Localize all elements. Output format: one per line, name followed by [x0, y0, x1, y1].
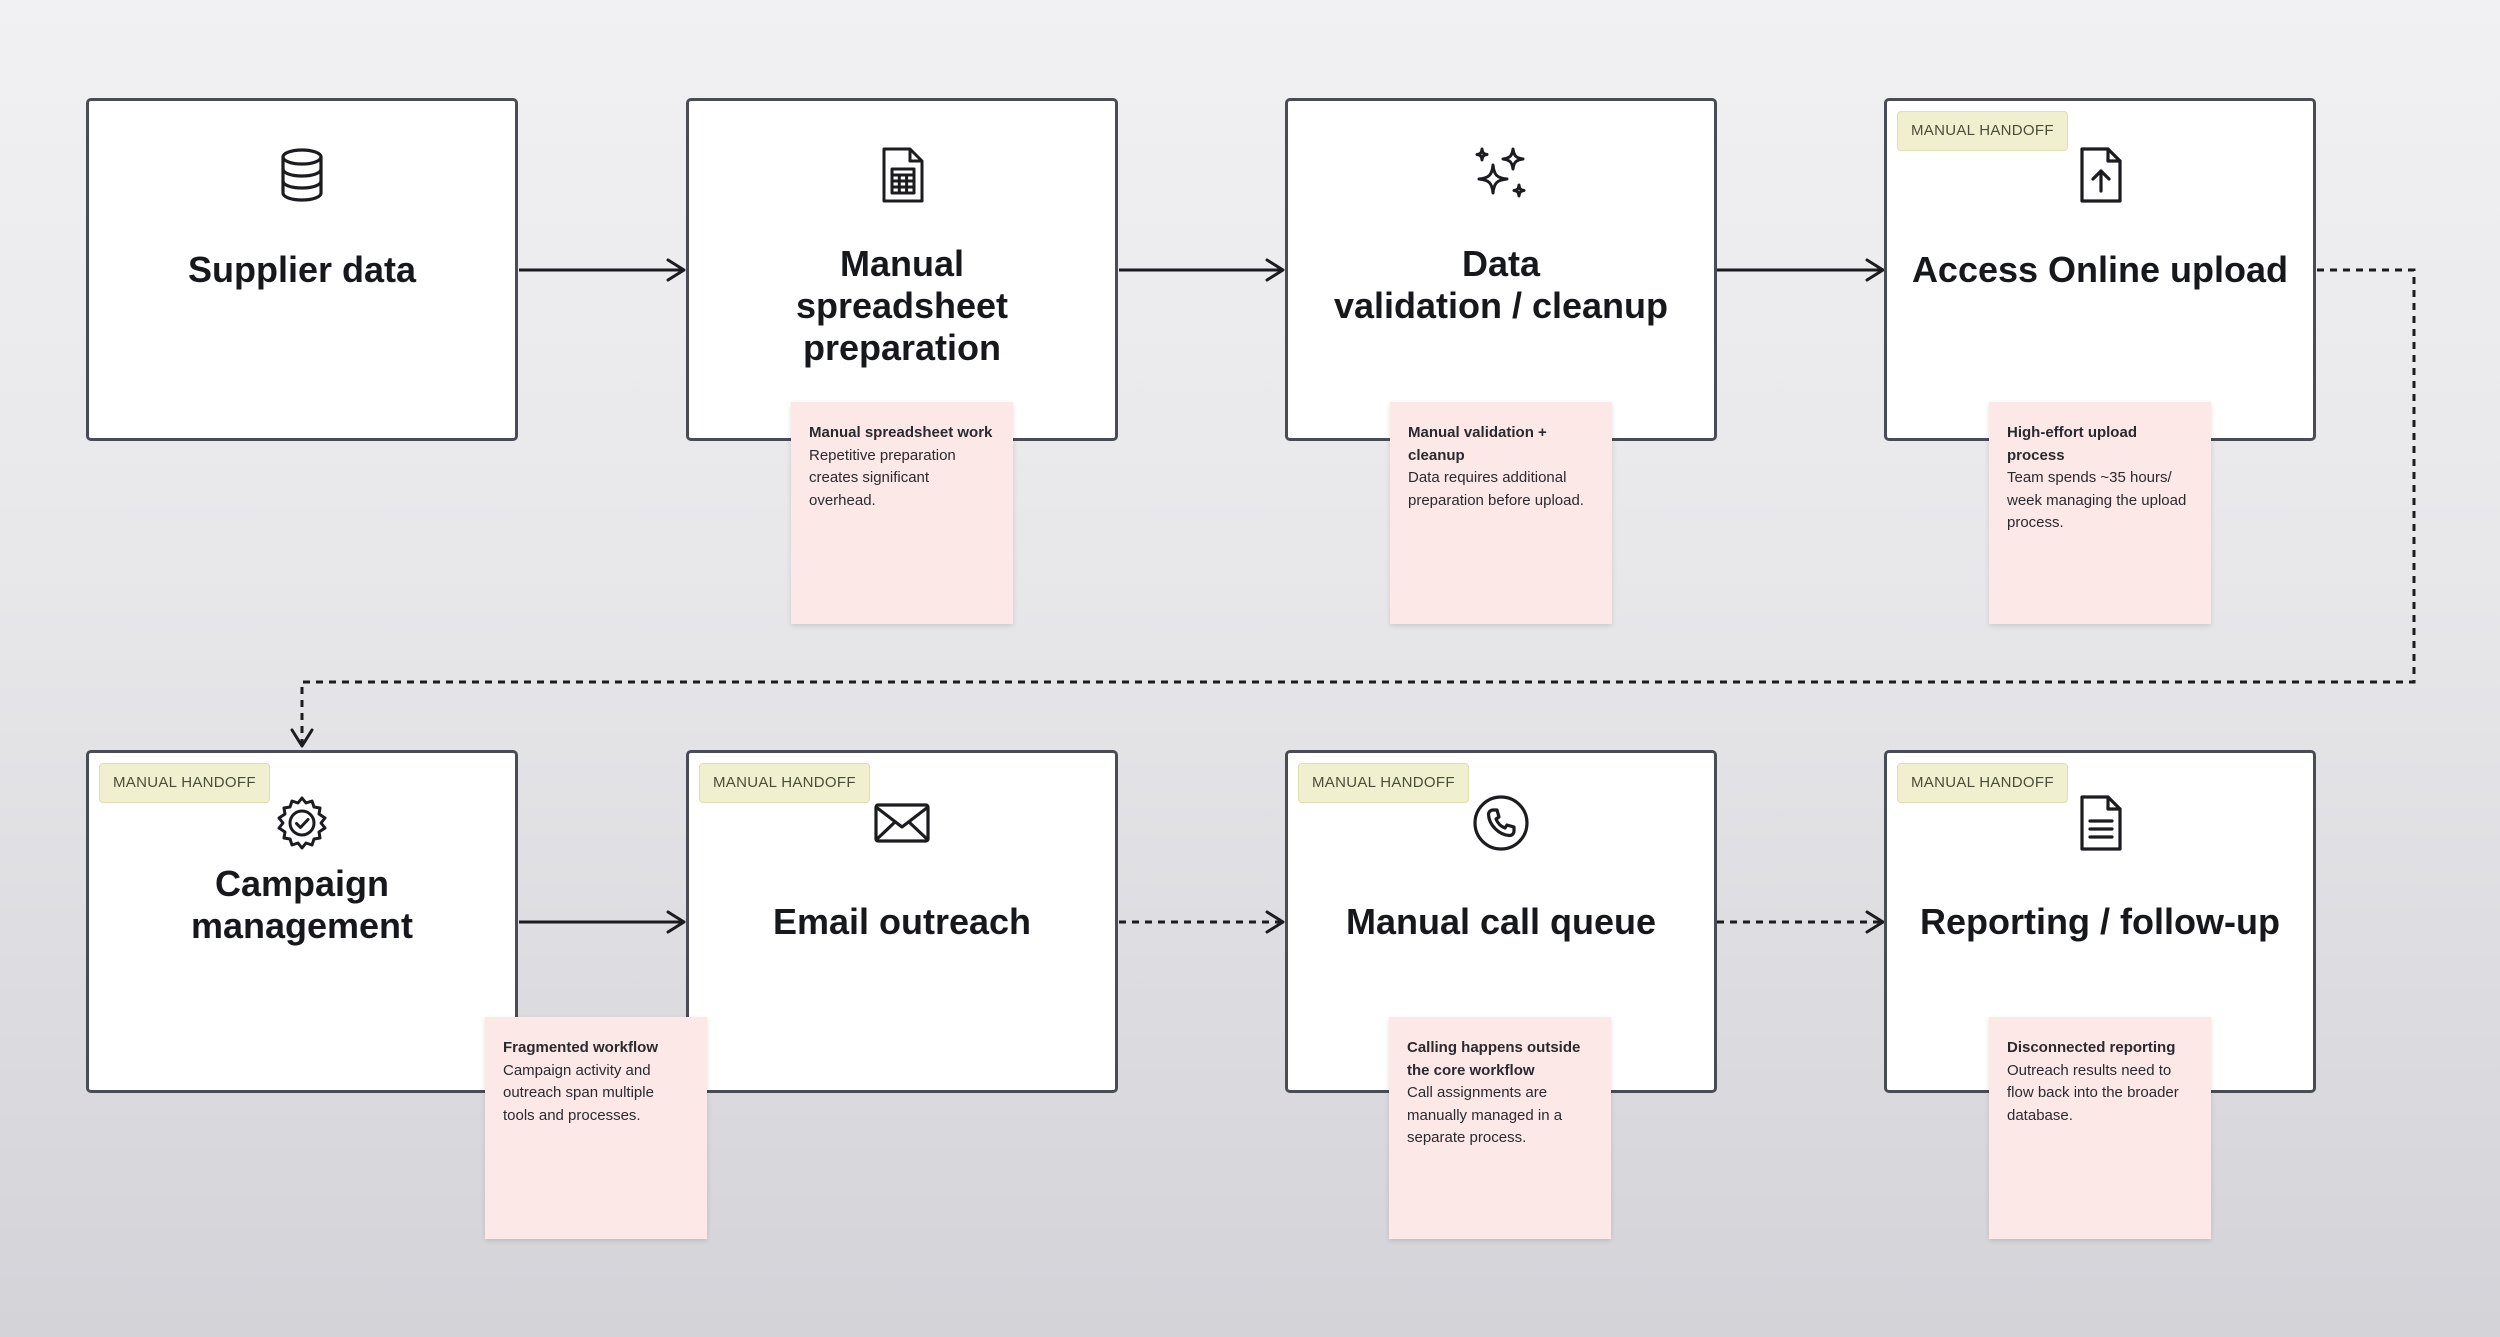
- note-body: Outreach results need to flow back into …: [2007, 1061, 2179, 1124]
- note-body: Campaign activity and outreach span mult…: [503, 1061, 654, 1124]
- note-body: Repetitive preparation creates significa…: [809, 446, 956, 509]
- envelope-icon: [872, 793, 932, 853]
- note-title: Manual spreadsheet work: [809, 424, 993, 441]
- connector-upload-to-campaign: [290, 268, 2416, 748]
- node-supplier-data: Supplier data: [86, 98, 518, 441]
- sticky-note-upload: High-effort upload process Team spends ~…: [1989, 402, 2211, 624]
- database-icon: [272, 145, 332, 205]
- document-icon: [2070, 793, 2130, 853]
- sticky-note-reporting: Disconnected reporting Outreach results …: [1989, 1017, 2211, 1239]
- sticky-note-campaign: Fragmented workflow Campaign activity an…: [485, 1017, 707, 1239]
- note-title: Manual validation + cleanup: [1408, 424, 1547, 464]
- gear-check-icon: [272, 793, 332, 853]
- sparkles-icon: [1471, 145, 1531, 205]
- manual-handoff-badge: MANUAL HANDOFF: [99, 763, 270, 803]
- node-data-validation: Data validation / cleanup: [1285, 98, 1717, 441]
- node-title: Reporting / follow-up: [1920, 901, 2280, 942]
- node-title: Email outreach: [772, 901, 1032, 942]
- sticky-note-call-queue: Calling happens outside the core workflo…: [1389, 1017, 1611, 1239]
- note-title: High-effort upload process: [2007, 424, 2137, 464]
- note-body: Data requires additional preparation bef…: [1408, 469, 1584, 509]
- manual-handoff-badge: MANUAL HANDOFF: [1897, 763, 2068, 803]
- node-title: Campaign management: [190, 863, 414, 946]
- node-email-outreach: MANUAL HANDOFF Email outreach: [686, 750, 1118, 1093]
- note-title: Fragmented workflow: [503, 1039, 659, 1056]
- note-title: Calling happens outside the core workflo…: [1407, 1039, 1581, 1079]
- manual-handoff-badge: MANUAL HANDOFF: [699, 763, 870, 803]
- note-body: Call assignments are manually managed in…: [1407, 1084, 1563, 1146]
- note-body: Team spends ~35 hours/ week managing the…: [2007, 469, 2187, 531]
- node-title: Supplier data: [187, 249, 417, 290]
- note-title: Disconnected reporting: [2007, 1039, 2176, 1056]
- node-manual-call-queue: MANUAL HANDOFF Manual call queue: [1285, 750, 1717, 1093]
- node-access-online-upload: MANUAL HANDOFF Access Online upload: [1884, 98, 2316, 441]
- node-campaign-management: MANUAL HANDOFF Campaign management: [86, 750, 518, 1093]
- node-title: Access Online upload: [1911, 249, 2289, 290]
- node-title: Manual call queue: [1345, 901, 1657, 942]
- spreadsheet-file-icon: [872, 145, 932, 205]
- node-title: Data validation / cleanup: [1333, 243, 1669, 326]
- sticky-note-validation: Manual validation + cleanup Data require…: [1390, 402, 1612, 624]
- manual-handoff-badge: MANUAL HANDOFF: [1298, 763, 1469, 803]
- node-title: Manual spreadsheet preparation: [795, 243, 1009, 368]
- phone-icon: [1471, 793, 1531, 853]
- file-upload-icon: [2070, 145, 2130, 205]
- manual-handoff-badge: MANUAL HANDOFF: [1897, 111, 2068, 151]
- sticky-note-spreadsheet: Manual spreadsheet work Repetitive prepa…: [791, 402, 1013, 624]
- node-spreadsheet-preparation: Manual spreadsheet preparation: [686, 98, 1118, 441]
